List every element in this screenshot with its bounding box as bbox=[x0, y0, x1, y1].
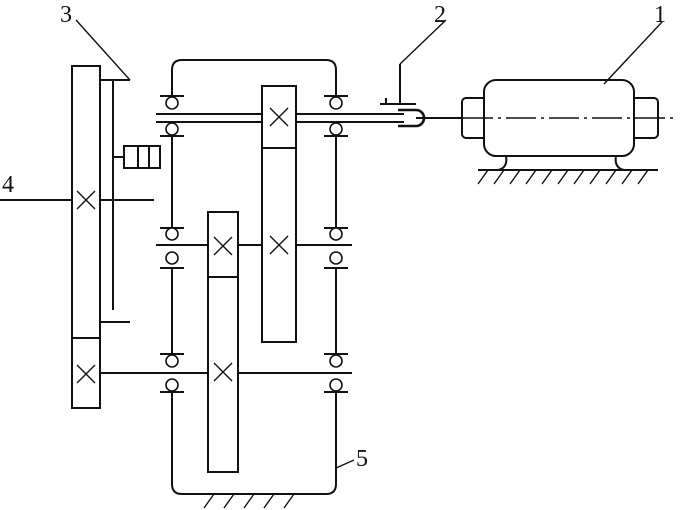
shaft-coupling bbox=[380, 64, 462, 128]
gear-guard bbox=[100, 79, 130, 323]
leader-5 bbox=[335, 459, 355, 469]
bearing bbox=[324, 227, 348, 269]
external-gear-pair bbox=[71, 65, 101, 409]
bearing bbox=[324, 95, 348, 137]
small-gear-intermediate bbox=[207, 211, 239, 473]
ground-hatch-motor bbox=[477, 169, 658, 185]
label-coupling: 2 bbox=[434, 2, 446, 28]
label-output-shaft: 4 bbox=[2, 172, 14, 198]
leader-3 bbox=[75, 19, 131, 81]
leader-2 bbox=[399, 19, 447, 65]
bearing bbox=[324, 353, 348, 393]
leader-1 bbox=[603, 21, 663, 85]
ground-hatch-housing bbox=[203, 493, 295, 509]
bearing bbox=[160, 353, 184, 393]
label-motor: 1 bbox=[654, 2, 666, 28]
label-housing: 5 bbox=[356, 446, 368, 472]
label-gear-pair: 3 bbox=[60, 2, 72, 28]
oil-pump bbox=[113, 145, 161, 169]
electric-motor bbox=[461, 79, 659, 171]
bearing bbox=[160, 227, 184, 269]
bearing bbox=[160, 95, 184, 137]
gearbox-housing bbox=[171, 59, 337, 495]
large-gear-input bbox=[261, 85, 297, 343]
